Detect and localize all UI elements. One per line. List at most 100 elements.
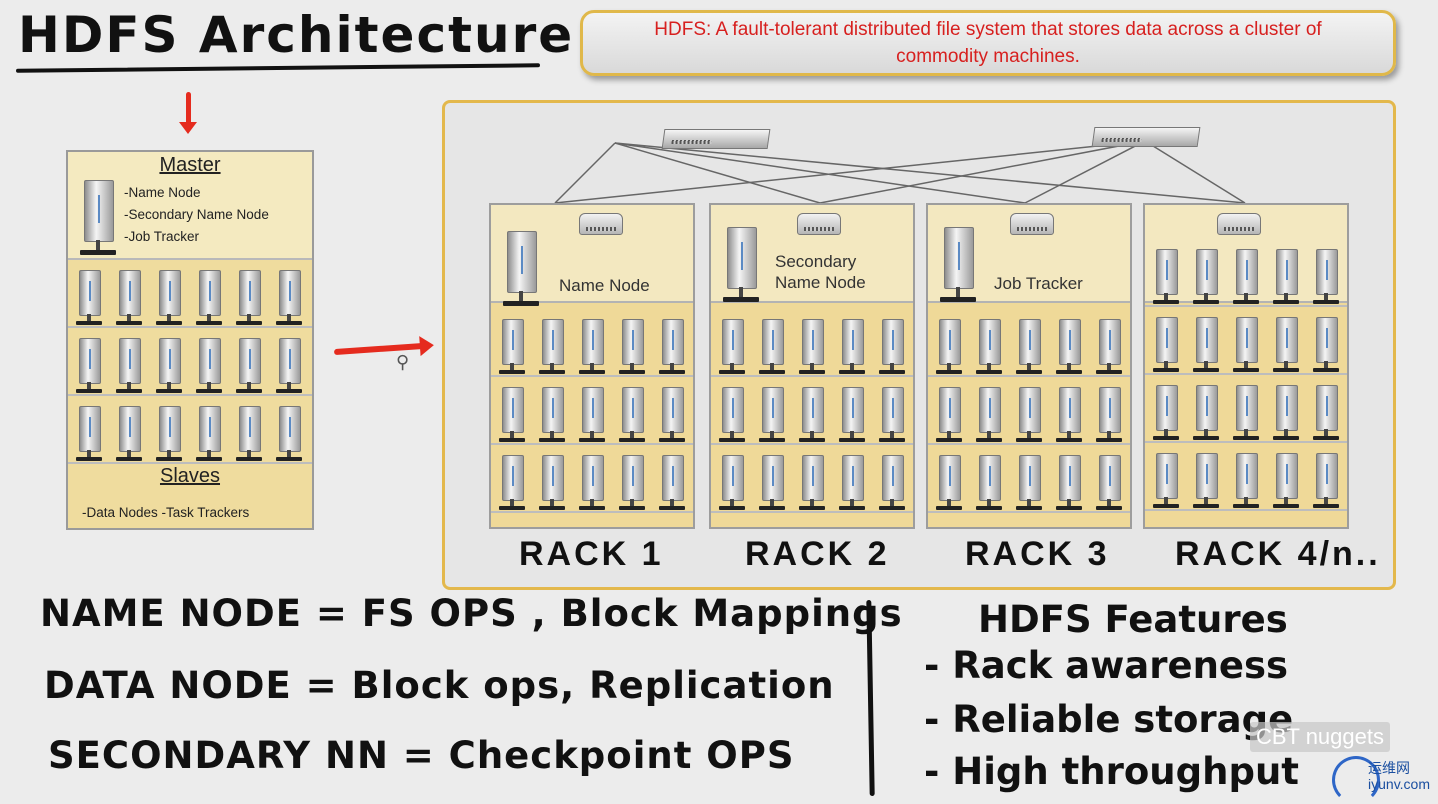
server-icon — [1313, 385, 1339, 441]
rack-shelf — [68, 326, 312, 328]
server-icon — [579, 387, 605, 443]
server-icon — [619, 319, 645, 375]
server-icon — [936, 387, 962, 443]
magnifier-cursor-icon: ⚲ — [396, 352, 410, 372]
server-icon — [1273, 385, 1299, 441]
secondary-name-node-server-icon — [723, 227, 759, 303]
server-icon — [116, 406, 142, 462]
server-icon — [879, 387, 905, 443]
rack-1: Name Node — [489, 203, 695, 529]
rack-4 — [1143, 203, 1349, 529]
server-icon — [936, 455, 962, 511]
server-icon — [1273, 249, 1299, 305]
rack-label: RACK 2 — [745, 535, 890, 573]
server-icon — [799, 387, 825, 443]
server-icon — [719, 387, 745, 443]
server-icon — [156, 270, 182, 326]
rack-shelf — [1145, 441, 1347, 443]
server-icon — [1313, 453, 1339, 509]
rack-label: RACK 4/n.. — [1175, 535, 1381, 573]
rack-shelf — [491, 443, 693, 445]
site-logo-line1: 运维网 — [1368, 760, 1411, 776]
server-icon — [116, 338, 142, 394]
down-arrow-icon — [179, 92, 197, 134]
server-icon — [799, 455, 825, 511]
server-icon — [579, 455, 605, 511]
rack-switch-icon — [1217, 213, 1261, 235]
server-icon — [619, 387, 645, 443]
server-icon — [499, 387, 525, 443]
rack-switch-icon — [1010, 213, 1054, 235]
server-icon — [1233, 317, 1259, 373]
title-underline — [15, 63, 541, 73]
rack-shelf — [711, 511, 913, 513]
server-icon — [1096, 387, 1122, 443]
rack-node-name: Secondary Name Node — [775, 252, 866, 292]
master-title: Master — [159, 154, 221, 176]
rack-shelf — [491, 375, 693, 377]
server-icon — [539, 319, 565, 375]
rack-node-name: Name Node — [559, 276, 650, 295]
rack-switch-icon — [797, 213, 841, 235]
server-icon — [1153, 453, 1179, 509]
feature-item: - Rack awareness — [924, 644, 1289, 687]
rack-label: RACK 1 — [519, 535, 664, 573]
core-switch-icon — [1091, 127, 1201, 147]
rack-shelf — [68, 462, 312, 464]
server-icon — [1313, 317, 1339, 373]
server-icon — [276, 270, 302, 326]
server-icon — [76, 338, 102, 394]
server-icon — [1153, 385, 1179, 441]
note-name-node: NAME NODE = FS OPS , Block Mappings — [40, 592, 903, 635]
server-icon — [659, 319, 685, 375]
server-icon — [76, 270, 102, 326]
rack-shelf — [711, 375, 913, 377]
server-icon — [719, 319, 745, 375]
master-slaves-panel: Master -Name Node -Secondary Name Node -… — [66, 150, 314, 530]
rack-node-name: Job Tracker — [994, 274, 1083, 293]
server-icon — [619, 455, 645, 511]
server-icon — [156, 338, 182, 394]
callout-text: HDFS: A fault-tolerant distributed file … — [654, 19, 1322, 67]
server-icon — [76, 406, 102, 462]
server-icon — [839, 455, 865, 511]
server-icon — [1313, 249, 1339, 305]
server-icon — [1016, 319, 1042, 375]
core-switch-icon — [661, 129, 771, 149]
server-icon — [1096, 319, 1122, 375]
server-icon — [236, 270, 262, 326]
master-roles-list: -Name Node -Secondary Name Node -Job Tra… — [124, 182, 269, 248]
rack-shelf — [928, 443, 1130, 445]
page-title: HDFS Architecture — [18, 6, 575, 64]
server-icon — [539, 387, 565, 443]
rack-2: Secondary Name Node — [709, 203, 915, 529]
site-logo-line2: iyunv.com — [1368, 776, 1430, 792]
server-icon — [1233, 249, 1259, 305]
rack-shelf — [928, 511, 1130, 513]
rack-shelf — [1145, 509, 1347, 511]
server-icon — [1153, 249, 1179, 305]
server-icon — [236, 338, 262, 394]
server-icon — [579, 319, 605, 375]
server-icon — [1193, 453, 1219, 509]
master-role: -Secondary Name Node — [124, 207, 269, 222]
server-icon — [719, 455, 745, 511]
feature-item: - High throughput — [924, 750, 1299, 793]
server-icon — [116, 270, 142, 326]
server-icon — [1193, 249, 1219, 305]
right-arrow-icon — [333, 342, 425, 356]
server-icon — [879, 455, 905, 511]
server-icon — [1056, 387, 1082, 443]
server-icon — [276, 338, 302, 394]
cluster-diagram: Name Node Secondary Name Node Job Tracke… — [442, 100, 1396, 590]
rack-label: RACK 3 — [965, 535, 1110, 573]
server-icon — [196, 406, 222, 462]
server-icon — [759, 387, 785, 443]
features-title: HDFS Features — [978, 598, 1288, 641]
feature-item: - Reliable storage — [924, 698, 1294, 741]
server-icon — [236, 406, 262, 462]
cbt-nuggets-watermark: CBT nuggets — [1250, 722, 1390, 752]
slaves-title: Slaves — [159, 465, 221, 487]
rack-3: Job Tracker — [926, 203, 1132, 529]
server-icon — [539, 455, 565, 511]
